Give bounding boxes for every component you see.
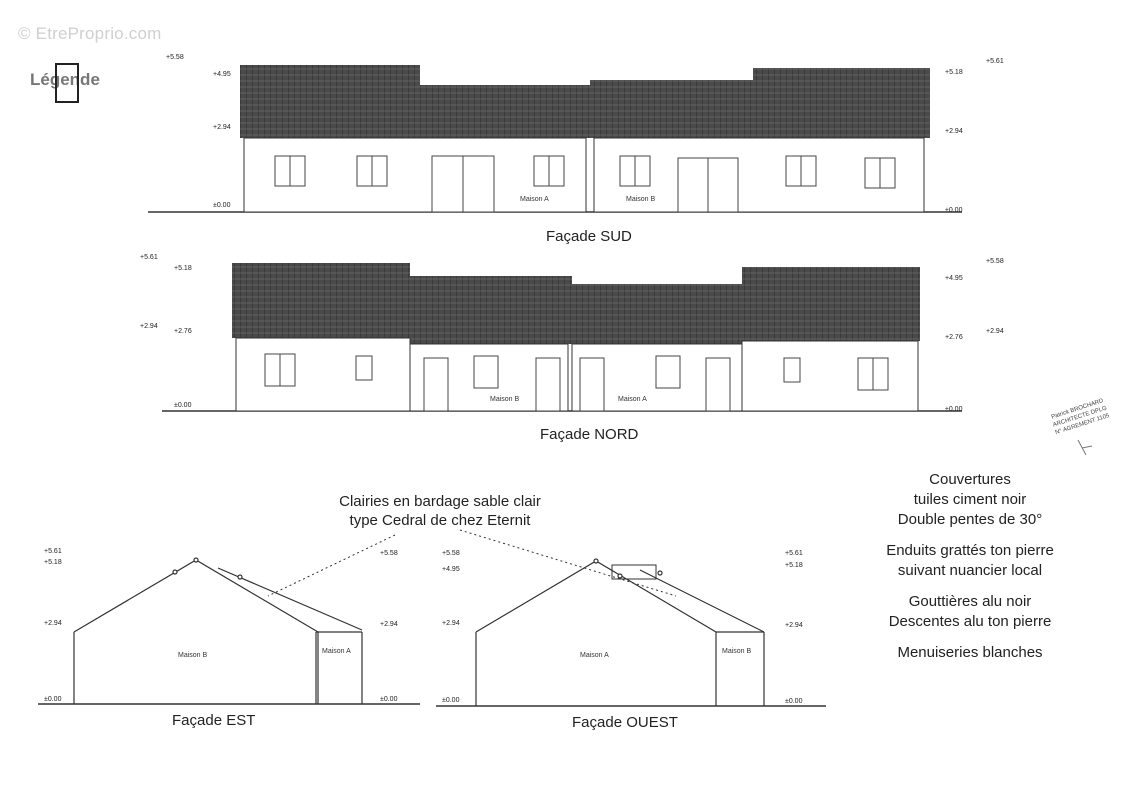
dim-sud-left-0: +5.58 [166,54,184,61]
dim-nord-right-4: ±0.00 [945,406,963,413]
roof-tiles [240,65,420,138]
dim-est-left-2: +2.94 [44,620,62,627]
dim-ouest-right-0: +5.61 [785,550,803,557]
note-menuiseries: Menuiseries blanches [897,644,1043,661]
facade-nord-drawing [162,263,962,412]
dim-nord-left-3: +2.76 [174,328,192,335]
dim-sud-left-2: +2.94 [213,124,231,131]
gable-roof-maison-b [639,569,765,633]
legend-box [55,63,79,103]
roof-tiles [420,85,590,138]
dim-ouest-left-3: ±0.00 [442,697,460,704]
label-maison: Maison B [626,196,656,203]
dim-est-right-1: +2.94 [380,621,398,628]
roof-tiles [590,80,753,138]
dim-ouest-left-0: +5.58 [442,550,460,557]
facade-ouest-drawing [436,529,826,707]
watermark: © EtreProprio.com [18,24,162,43]
label-maison: Maison A [580,652,609,659]
entry-door [423,357,449,412]
material-notes: Couvertures tuiles ciment noir Double pe… [840,470,1100,674]
dim-sud-right-1: +5.18 [945,69,963,76]
caption-facade-sud: Façade SUD [546,228,632,245]
roof-tiles [410,276,572,344]
dim-est-left-1: +5.18 [44,559,62,566]
label-maison: Maison A [618,396,647,403]
dim-ouest-left-1: +4.95 [442,566,460,573]
label-maison: Maison B [722,648,752,655]
label-maison: Maison A [322,648,351,655]
dim-sud-right-3: ±0.00 [945,207,963,214]
gable-roof-maison-a [475,560,717,633]
gable-roof-maison-b [73,559,319,633]
window [473,355,499,389]
window [783,357,801,383]
dim-est-right-2: ±0.00 [380,696,398,703]
dim-nord-left-2: +2.94 [140,323,158,330]
entry-door [535,357,561,412]
dim-est-left-0: +5.61 [44,548,62,555]
dim-est-left-3: ±0.00 [44,696,62,703]
dim-nord-left-1: +5.18 [174,265,192,272]
dim-ouest-right-1: +5.18 [785,562,803,569]
dim-nord-left-0: +5.61 [140,254,158,261]
facade-est-drawing [38,534,420,705]
wall-maison-a-right [741,340,919,412]
note-enduits: Enduits grattés ton pierre suivant nuanc… [886,542,1054,579]
roof-tiles [753,68,930,138]
dim-ouest-left-2: +2.94 [442,620,460,627]
dim-ouest-right-3: ±0.00 [785,698,803,705]
caption-facade-ouest: Façade OUEST [572,714,678,731]
dim-est-right-0: +5.58 [380,550,398,557]
note-gouttieres: Gouttières alu noir Descentes alu ton pi… [888,593,1052,630]
facade-sud-drawing [148,65,962,213]
dim-sud-right-2: +2.94 [945,128,963,135]
bardage-note-line: Clairies en bardage sable clair [339,493,541,510]
dim-nord-left-4: ±0.00 [174,402,192,409]
dim-nord-right-0: +5.58 [986,258,1004,265]
entry-door [579,357,605,412]
dim-sud-right-0: +5.61 [986,58,1004,65]
dim-nord-right-3: +2.94 [986,328,1004,335]
label-maison: Maison B [490,396,520,403]
roof-tiles [572,284,742,344]
architect-stamp-mark [1077,439,1093,456]
caption-facade-est: Façade EST [172,712,256,729]
label-maison: Maison B [178,652,208,659]
leader-line [459,529,677,597]
dim-sud-left-3: ±0.00 [213,202,231,209]
caption-facade-nord: Façade NORD [540,426,639,443]
legend-title: Légende [30,70,100,89]
bardage-note: Clairies en bardage sable clair type Ced… [300,492,580,530]
leader-line [267,534,396,597]
wall-maison-b-left [235,337,411,412]
window [655,355,681,389]
dim-ouest-right-2: +2.94 [785,622,803,629]
dim-nord-right-1: +4.95 [945,275,963,282]
label-maison: Maison A [520,196,549,203]
bardage-note-line: type Cedral de chez Eternit [349,512,531,529]
roof-tiles [742,267,920,341]
note-couvertures: Couvertures tuiles ciment noir Double pe… [897,471,1043,528]
dim-nord-right-2: +2.76 [945,334,963,341]
entry-door [705,357,731,412]
window [355,355,373,381]
dim-sud-left-1: +4.95 [213,71,231,78]
roof-tiles [232,263,410,338]
